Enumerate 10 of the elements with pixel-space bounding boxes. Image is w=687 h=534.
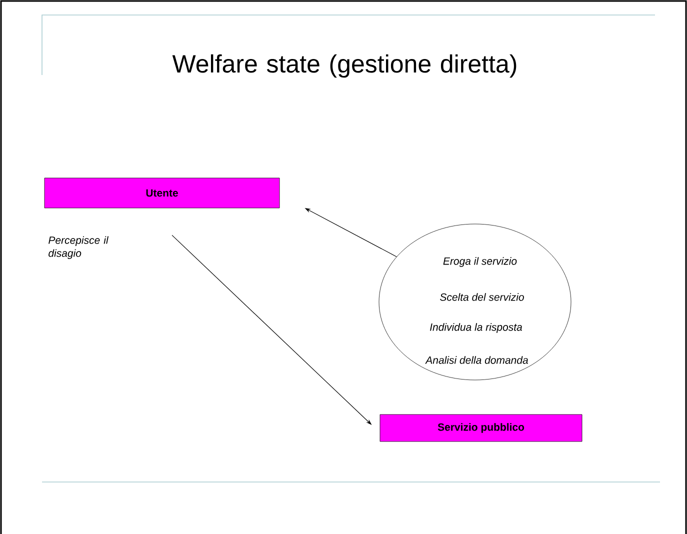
box-label: Servizio pubblico bbox=[438, 423, 524, 433]
process-box bbox=[380, 414, 582, 442]
ellipse-text: Eroga il servizio bbox=[443, 257, 517, 267]
box-label: Utente bbox=[146, 189, 178, 197]
ellipse-text: Scelta del servizio bbox=[440, 293, 524, 301]
ellipse-text: Analisi della domanda bbox=[425, 356, 528, 364]
note-text: Percepisce il disagio bbox=[48, 236, 109, 259]
title: Welfare state (gestione diretta) bbox=[172, 54, 516, 78]
ellipse-text: Individua la risposta bbox=[430, 323, 522, 333]
process-box bbox=[44, 178, 280, 208]
